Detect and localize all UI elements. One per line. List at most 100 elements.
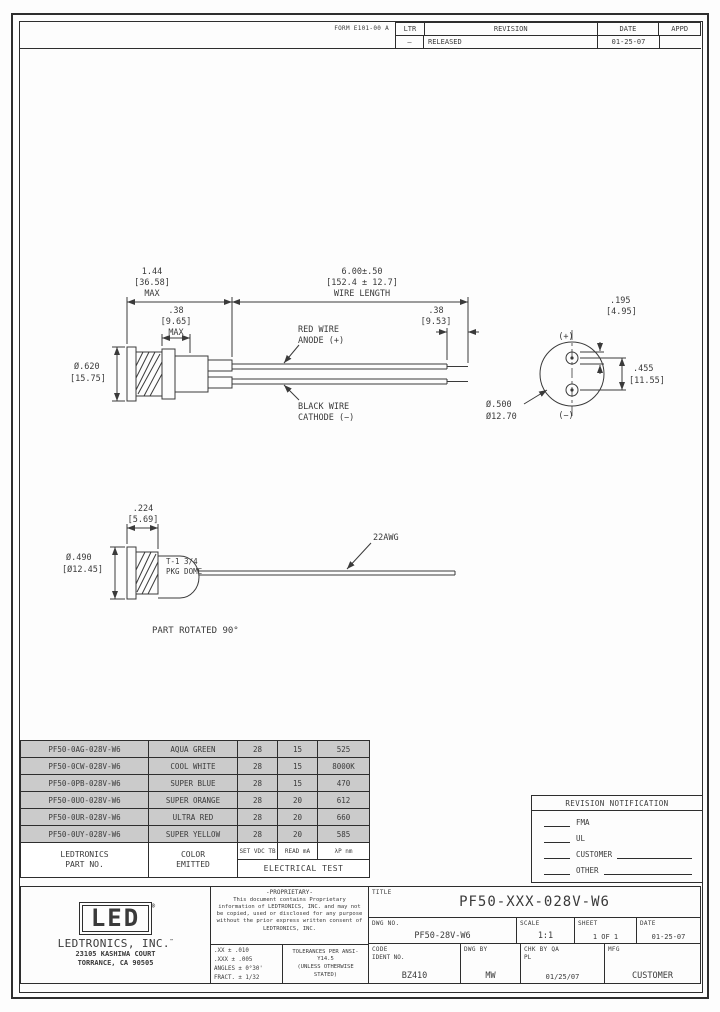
ledtronics-logo: LED®	[78, 902, 155, 936]
read-ma: 15	[277, 774, 318, 792]
dim-front-body-dia-mm: Ø12.70	[486, 411, 517, 422]
dwg-by-cell: DWG BY MW	[461, 944, 521, 983]
lambda-nm: 612	[317, 791, 370, 809]
code-ident-cell: CODE IDENT NO. BZ410	[369, 944, 461, 983]
revision-date: 01-25-07	[597, 35, 659, 48]
pkg-type-label: T-1 3/4	[166, 557, 198, 566]
dim-pin-spacing-in: .455	[633, 364, 653, 374]
code-ident-value: BZ410	[401, 971, 428, 981]
read-ma: 20	[277, 808, 318, 826]
tolerance-block: .XX ± .010 .XXX ± .005 ANGLES ± 0°30' FR…	[211, 944, 368, 983]
revision-history-strip: FORM E101-00 A LTR REVISION DATE APPD — …	[20, 22, 701, 50]
col-header-revision: REVISION	[423, 23, 597, 35]
set-vdc: 28	[237, 791, 278, 809]
read-ma: 20	[277, 791, 318, 809]
lambda-nm: 585	[317, 825, 370, 843]
black-wire-cathode-label: CATHODE (−)	[298, 413, 354, 423]
header-electrical-test: ELECTRICAL TEST	[237, 859, 370, 878]
title-row: TITLE PF50-XXX-028V-W6	[369, 887, 700, 918]
color-emitted: SUPER BLUE	[148, 774, 238, 792]
read-ma: 20	[277, 825, 318, 843]
rotated-view-drawing	[110, 524, 456, 600]
dim-flange-dia-in: Ø.620	[74, 361, 100, 372]
chk-date-value: 01/25/07	[545, 973, 580, 981]
title-block: LED® LEDTRONICS, INC.™ 23105 KASHIWA COU…	[20, 886, 701, 984]
revision-notification-title: REVISION NOTIFICATION	[532, 796, 702, 811]
sheet-cell: SHEET 1 OF 1	[575, 918, 637, 943]
mfg-value: CUSTOMER	[632, 971, 673, 981]
dim-wire-length-mm: [152.4 ± 12.7]	[326, 278, 398, 288]
dim-thread-length-in: .38	[168, 306, 183, 316]
color-emitted: COOL WHITE	[148, 757, 238, 775]
set-vdc: 28	[237, 740, 278, 758]
table-header-row: ELECTRICAL TEST	[21, 859, 370, 878]
drawing-info-row: DWG NO. PF50-28V-W6 SCALE 1:1 SHEET 1 OF…	[369, 918, 700, 944]
dim-wire-length-note: WIRE LENGTH	[334, 289, 390, 299]
notification-item-customer: CUSTOMER	[544, 848, 692, 859]
table-row: PF50-0CW-028V-W6 COOL WHITE 28 15 8000K	[20, 757, 370, 775]
sheet-value: 1 OF 1	[592, 933, 619, 941]
table-header-row: LEDTRONICS PART NO. COLOR EMITTED SET VD…	[20, 842, 370, 878]
proprietary-text: This document contains Proprietary infor…	[216, 897, 363, 932]
pkg-dome-label: PKG DOME	[166, 567, 203, 576]
revision-appd	[659, 35, 701, 48]
signature-line	[544, 831, 570, 843]
sheet-outer-border	[11, 13, 709, 999]
read-ma: 15	[277, 757, 318, 775]
header-lambda: λP nm	[317, 842, 370, 860]
color-emitted: AQUA GREEN	[148, 740, 238, 758]
lambda-nm: 470	[317, 774, 370, 792]
color-emitted: SUPER ORANGE	[148, 791, 238, 809]
scale-cell: SCALE 1:1	[517, 918, 575, 943]
color-emitted: SUPER YELLOW	[148, 825, 238, 843]
table-row: PF50-0UR-028V-W6 ULTRA RED 28 20 660	[20, 808, 370, 826]
part-number: PF50-0PB-028V-W6	[20, 774, 149, 792]
notification-item-ul: UL	[544, 832, 692, 843]
side-view-drawing	[112, 297, 479, 402]
table-row: PF50-0AG-028V-W6 AQUA GREEN 28 15 525	[20, 740, 370, 758]
mfg-cell: MFG CUSTOMER	[608, 946, 673, 981]
dim-overall-length-mm: [36.58]	[134, 278, 170, 288]
fill-in-line	[617, 847, 692, 859]
signature-line	[544, 847, 570, 859]
read-ma: 15	[277, 740, 318, 758]
form-number-note: FORM E101-00 A	[334, 25, 389, 32]
front-view-plus-label: (+)	[558, 332, 573, 342]
dim-tip-length-in: .224	[133, 504, 153, 514]
tolerance-values: .XX ± .010 .XXX ± .005 ANGLES ± 0°30' FR…	[211, 945, 283, 983]
table-row: PF50-0UO-028V-W6 SUPER ORANGE 28 20 612	[20, 791, 370, 809]
proprietary-title: -PROPRIETARY-	[266, 889, 313, 896]
dim-tip-length-mm: [5.69]	[128, 515, 159, 525]
dim-pin-spacing-mm: [11.55]	[629, 376, 665, 386]
scale-value: 1:1	[537, 931, 554, 941]
color-emitted: ULTRA RED	[148, 808, 238, 826]
signature-line	[544, 815, 570, 827]
company-address: 23105 KASHIWA COURT TORRANCE, CA 90505	[75, 950, 156, 968]
approval-row: CODE IDENT NO. BZ410 DWG BY MW CHK BY QA…	[369, 944, 700, 983]
lambda-nm: 8000K	[317, 757, 370, 775]
dim-body-dia-in: Ø.490	[66, 552, 92, 563]
parts-table: PF50-0AG-028V-W6 AQUA GREEN 28 15 525 PF…	[20, 740, 370, 878]
lambda-nm: 660	[317, 808, 370, 826]
front-view-minus-label: (−)	[558, 411, 573, 421]
set-vdc: 28	[237, 757, 278, 775]
dim-wire-length-in: 6.00±.50	[342, 267, 383, 277]
wire-gauge-label: 22AWG	[373, 533, 399, 543]
rotated-view-caption: PART ROTATED 90°	[152, 626, 239, 636]
dim-pin-dia-in: .195	[610, 296, 630, 306]
title-label: TITLE	[372, 889, 392, 896]
fill-in-line	[603, 863, 692, 875]
dim-thread-length-note: MAX	[168, 328, 184, 338]
col-header-date: DATE	[596, 23, 659, 35]
revision-row: — RELEASED 01-25-07	[20, 35, 701, 49]
dim-front-body-dia-in: Ø.500	[486, 399, 512, 410]
part-number: PF50-0UY-028V-W6	[20, 825, 149, 843]
trademark-mark: ™	[169, 938, 174, 945]
dim-pin-dia-mm: [4.95]	[606, 307, 637, 317]
front-view-drawing	[523, 330, 626, 418]
dim-strip-length-in: .38	[428, 306, 443, 316]
proprietary-block: -PROPRIETARY- This document contains Pro…	[211, 887, 369, 983]
col-header-appd: APPD	[658, 23, 700, 35]
set-vdc: 28	[237, 808, 278, 826]
date-cell: DATE 01-25-07	[640, 920, 686, 941]
